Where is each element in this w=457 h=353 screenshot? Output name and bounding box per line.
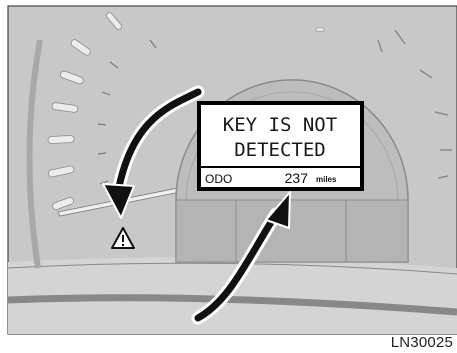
display-message-line2: DETECTED [234,139,326,161]
odometer-unit: miles [316,175,337,184]
figure-code: LN30025 [391,334,453,351]
odometer-value: 237 [285,170,309,186]
right-gauge-mark [316,28,324,31]
multi-information-display: KEY IS NOT DETECTED ODO 237 miles [197,101,364,191]
odo-label: ODO [205,172,232,186]
display-message-line1: KEY IS NOT [223,114,337,136]
